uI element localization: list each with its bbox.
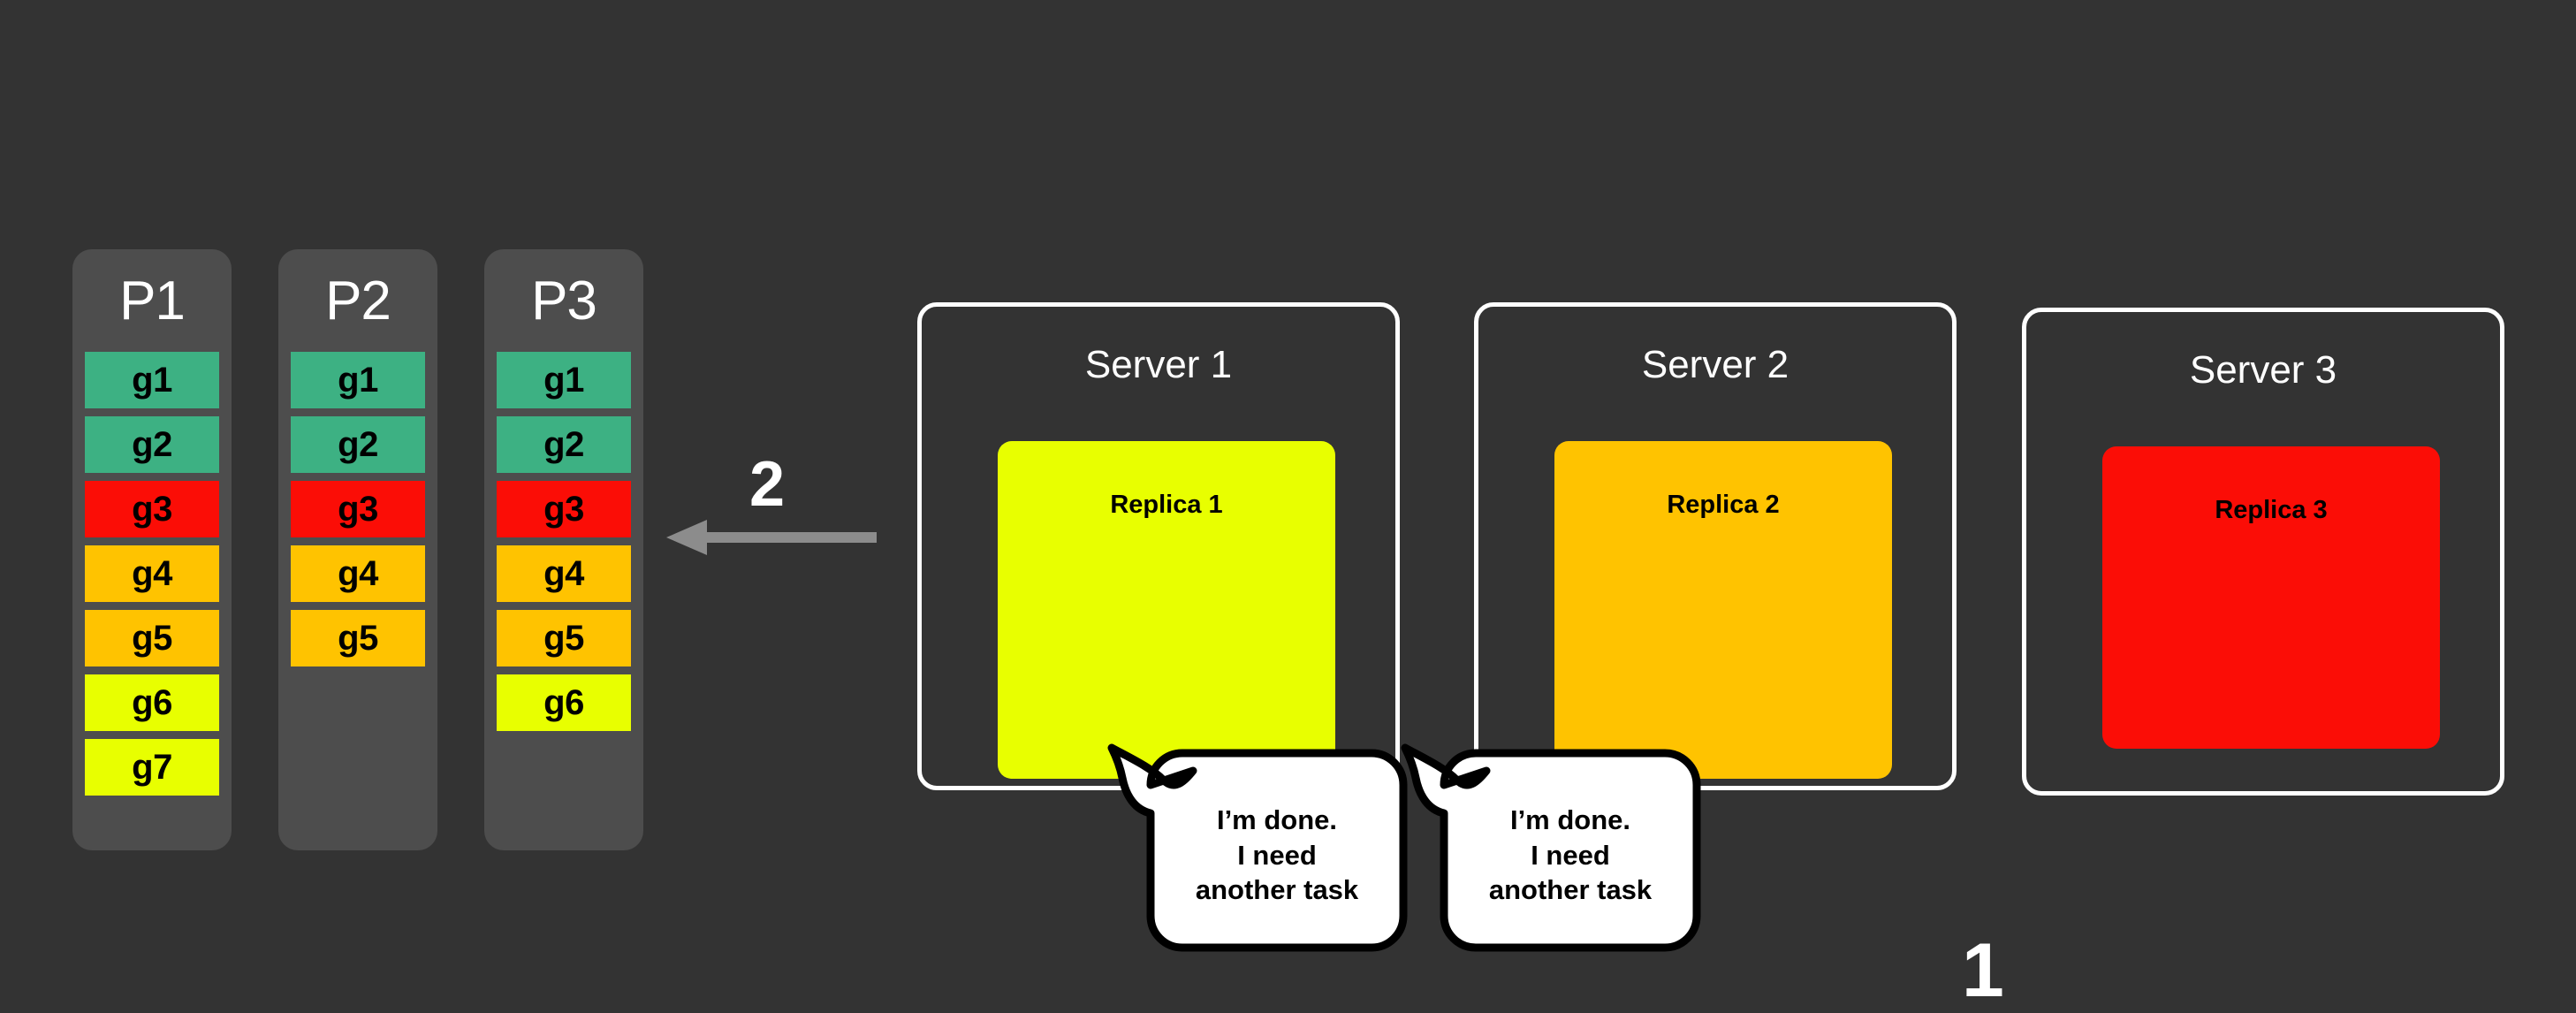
speech-bubble-shape-1 — [1107, 743, 1408, 952]
replica-label-1: Replica 1 — [1110, 491, 1223, 519]
task-tile: g6 — [497, 674, 631, 731]
partition-title-p2: P2 — [325, 270, 391, 331]
task-tile: g1 — [85, 352, 219, 408]
speech-bubble-server-2: I’m done. I need another task — [1398, 672, 1701, 963]
replica-box-1: Replica 1 — [998, 441, 1335, 779]
server-title-1: Server 1 — [1084, 343, 1233, 386]
task-tile: g5 — [291, 610, 425, 666]
speech-bubble-shape-2 — [1401, 743, 1701, 952]
step-number-2: 2 — [749, 449, 786, 520]
task-tile: g4 — [85, 545, 219, 602]
partition-column-p1: P1 g1 g2 g3 g4 g5 g6 g7 — [72, 249, 232, 850]
server-panel-3: Server 3 Replica 3 — [2022, 308, 2504, 796]
partition-column-p2: P2 g1 g2 g3 g4 g5 — [278, 249, 437, 850]
task-tile: g3 — [497, 481, 631, 537]
task-tile: g2 — [497, 416, 631, 473]
replica-box-3: Replica 3 — [2102, 446, 2440, 749]
partition-column-p3: P3 g1 g2 g3 g4 g5 g6 — [484, 249, 643, 850]
flow-arrow-left-icon — [666, 520, 877, 555]
task-tile: g4 — [291, 545, 425, 602]
task-tile: g4 — [497, 545, 631, 602]
replica-label-2: Replica 2 — [1667, 491, 1780, 519]
task-tile: g1 — [291, 352, 425, 408]
server-panel-1: Server 1 Replica 1 — [917, 302, 1400, 790]
server-title-3: Server 3 — [2189, 348, 2337, 392]
task-tile: g5 — [85, 610, 219, 666]
speech-bubble-server-1: I’m done. I need another task — [1105, 672, 1408, 963]
task-tile: g2 — [85, 416, 219, 473]
replica-label-3: Replica 3 — [2215, 496, 2328, 524]
task-tile: g3 — [85, 481, 219, 537]
task-tile: g1 — [497, 352, 631, 408]
task-tile: g5 — [497, 610, 631, 666]
task-tile: g7 — [85, 739, 219, 796]
replica-box-2: Replica 2 — [1554, 441, 1892, 779]
server-title-2: Server 2 — [1641, 343, 1790, 386]
speech-bubble-text-1: I’m done. I need another task — [1195, 804, 1359, 906]
server-panel-2: Server 2 Replica 2 — [1474, 302, 1957, 790]
step-number-1: 1 — [1962, 928, 2004, 1013]
task-tile: g6 — [85, 674, 219, 731]
partition-title-p3: P3 — [531, 270, 597, 331]
partition-title-p1: P1 — [119, 270, 186, 331]
task-tile: g3 — [291, 481, 425, 537]
task-tile: g2 — [291, 416, 425, 473]
speech-bubble-text-2: I’m done. I need another task — [1488, 804, 1653, 906]
